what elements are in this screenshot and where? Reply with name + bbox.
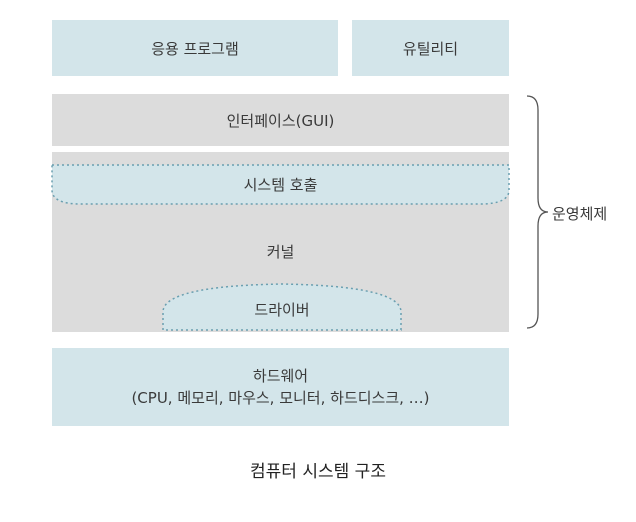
driver-label: 드라이버 bbox=[254, 301, 310, 319]
utility-layer: 유틸리티 bbox=[352, 20, 509, 76]
utility-label: 유틸리티 bbox=[402, 39, 459, 58]
application-label: 응용 프로그램 bbox=[151, 39, 239, 58]
hardware-layer: 하드웨어 (CPU, 메모리, 마우스, 모니터, 하드디스크, …) bbox=[52, 348, 509, 426]
kernel-label: 커널 bbox=[266, 243, 295, 261]
os-brace bbox=[526, 95, 549, 329]
application-layer: 응용 프로그램 bbox=[52, 20, 338, 76]
hardware-title: 하드웨어 bbox=[252, 366, 309, 385]
system-call-shape bbox=[51, 164, 510, 205]
hardware-examples: (CPU, 메모리, 마우스, 모니터, 하드디스크, …) bbox=[131, 389, 430, 407]
driver-shape bbox=[162, 283, 402, 331]
figure-caption: 컴퓨터 시스템 구조 bbox=[250, 462, 386, 482]
operating-system-label: 운영체제 bbox=[552, 205, 608, 223]
interface-label: 인터페이스(GUI) bbox=[226, 111, 335, 130]
system-call-label: 시스템 호출 bbox=[243, 176, 318, 194]
interface-layer: 인터페이스(GUI) bbox=[52, 94, 509, 146]
